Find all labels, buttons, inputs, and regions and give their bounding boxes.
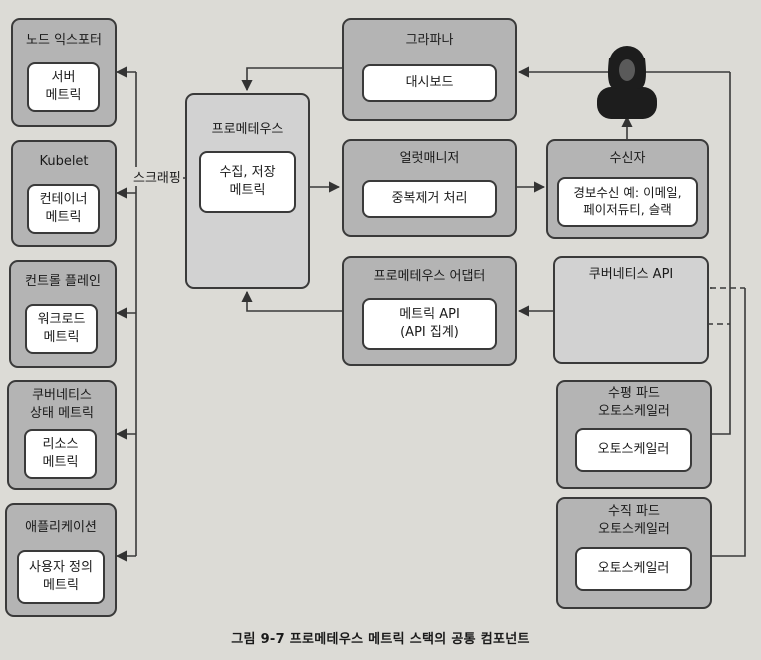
alertmanager-title: 얼럿매니저 <box>399 151 460 166</box>
hpa-title: 수평 파드 오토스케일러 <box>598 386 670 419</box>
horizontal-pod-autoscaler-box: 수평 파드 오토스케일러 오토스케일러 <box>556 380 712 489</box>
user-icon <box>597 46 657 119</box>
metrics-api-box: 메트릭 API (API 집계) <box>362 298 497 350</box>
node-exporter-box: 노드 익스포터 서버 메트릭 <box>11 18 117 127</box>
kubelet-title: Kubelet <box>39 154 89 169</box>
control-plane-box: 컨트롤 플레인 워크로드 메트릭 <box>9 260 117 368</box>
scrape-label: 스크래핑 <box>131 167 183 186</box>
prometheus-title: 프로메테우스 <box>211 122 284 137</box>
vpa-title: 수직 파드 오토스케일러 <box>598 504 670 537</box>
scrape-bus-line <box>135 72 185 556</box>
container-metrics-box: 컨테이너 메트릭 <box>27 184 100 234</box>
arrow-grafana-to-prometheus <box>241 67 342 92</box>
application-box: 애플리케이션 사용자 정의 메트릭 <box>5 503 117 617</box>
kubernetes-api-title: 쿠버네티스 API <box>588 267 674 282</box>
alert-receive-example-box: 경보수신 예: 이메일, 페이저듀티, 슬랙 <box>557 177 698 227</box>
node-exporter-title: 노드 익스포터 <box>26 33 102 48</box>
kubelet-box: Kubelet 컨테이너 메트릭 <box>11 140 117 247</box>
resource-metrics-box: 리소스 메트릭 <box>24 429 97 479</box>
application-title: 애플리케이션 <box>25 520 97 535</box>
grafana-box: 그라파나 대시보드 <box>342 18 517 121</box>
receiver-box: 수신자 경보수신 예: 이메일, 페이저듀티, 슬랙 <box>546 139 709 239</box>
hpa-autoscaler-box: 오토스케일러 <box>575 428 692 472</box>
vpa-autoscaler-box: 오토스케일러 <box>575 547 692 591</box>
prometheus-adapter-box: 프로메테우스 어댑터 메트릭 API (API 집계) <box>342 256 517 366</box>
kube-state-metrics-box: 쿠버네티스 상태 메트릭 리소스 메트릭 <box>7 380 117 490</box>
alertmanager-box: 얼럿매니저 중복제거 처리 <box>342 139 517 237</box>
receiver-title: 수신자 <box>609 151 646 166</box>
workload-metrics-box: 워크로드 메트릭 <box>25 304 98 354</box>
server-metrics-box: 서버 메트릭 <box>27 62 100 112</box>
control-plane-title: 컨트롤 플레인 <box>25 274 101 289</box>
prometheus-box: 프로메테우스 수집, 저장 메트릭 <box>185 93 310 289</box>
deduplication-box: 중복제거 처리 <box>362 180 497 218</box>
kube-state-metrics-title: 쿠버네티스 상태 메트릭 <box>30 388 94 421</box>
dashboard-box: 대시보드 <box>362 64 497 102</box>
collect-store-metrics-box: 수집, 저장 메트릭 <box>199 151 296 213</box>
vpa-link-line <box>712 288 746 557</box>
custom-metrics-box: 사용자 정의 메트릭 <box>17 550 105 604</box>
arrow-adapter-to-prometheus <box>241 290 342 312</box>
prometheus-adapter-title: 프로메테우스 어댑터 <box>373 269 486 284</box>
figure-caption: 그림 9-7 프로메테우스 메트릭 스택의 공통 컴포넌트 <box>231 632 530 647</box>
dashed-api-route-2 <box>639 311 730 325</box>
grafana-title: 그라파나 <box>405 33 454 48</box>
kubernetes-api-box: 쿠버네티스 API <box>553 256 709 364</box>
vertical-pod-autoscaler-box: 수직 파드 오토스케일러 오토스케일러 <box>556 497 712 609</box>
hpa-link-line <box>712 306 731 435</box>
